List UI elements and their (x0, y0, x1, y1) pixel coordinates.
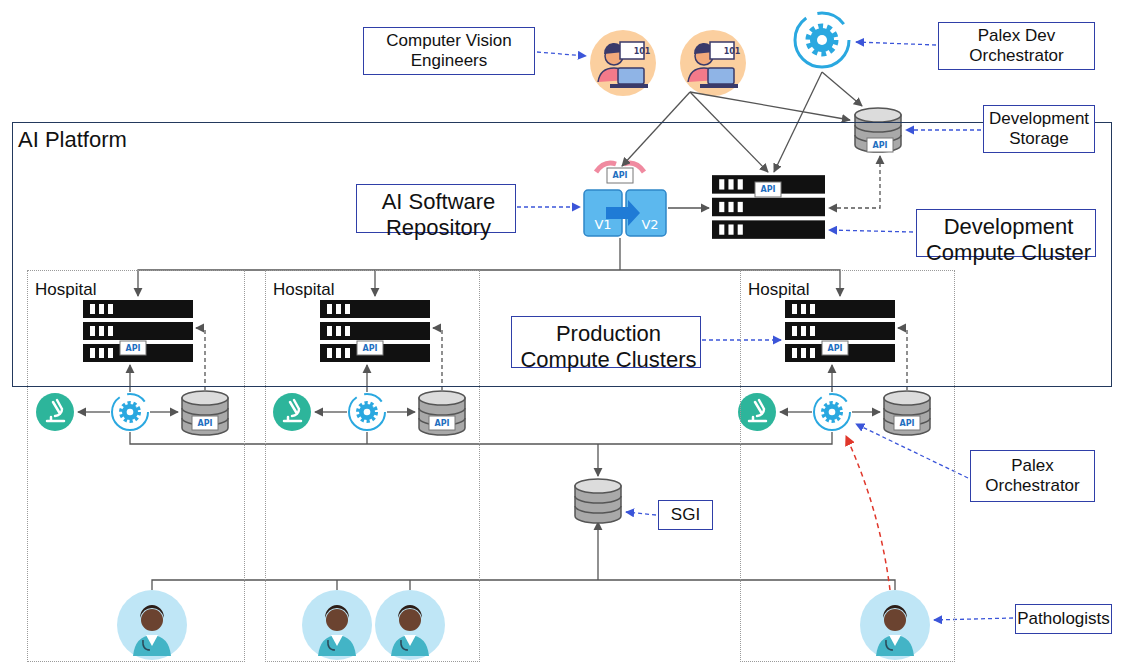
api-badge-text: API (872, 141, 887, 150)
callout-box: SGI (658, 500, 713, 530)
api-badge-text: API (612, 171, 627, 180)
hospital-region: Hospital (27, 270, 245, 662)
callout-text: Development Compute Cluster (922, 214, 1095, 266)
callout-text: Computer Vision Engineers (369, 31, 529, 71)
api-badge-text: API (197, 419, 212, 428)
api-badge-text: API (362, 344, 377, 353)
callout-box: AI Software Repository (356, 184, 516, 233)
screen-text: 101 (634, 47, 651, 56)
callout-text: Production Compute Clusters (517, 321, 700, 373)
region-title: AI Platform (18, 127, 127, 153)
callout-box: Palex Orchestrator (970, 450, 1095, 502)
callout-text: Palex Dev Orchestrator (944, 26, 1089, 66)
region-title: Hospital (35, 280, 96, 300)
api-badge-text: API (899, 419, 914, 428)
hospital-region: Hospital (265, 270, 480, 662)
callout-text: Development Storage (989, 109, 1089, 149)
callout-box: Pathologists (1015, 604, 1112, 634)
screen-text: 101 (724, 47, 741, 56)
api-badge-text: API (760, 185, 775, 194)
callout-box: Palex Dev Orchestrator (938, 22, 1095, 70)
callout-box: Development Compute Cluster (916, 209, 1096, 257)
callout-text: Palex Orchestrator (976, 456, 1089, 496)
version-text: V1 (594, 217, 611, 232)
api-badge-text: API (125, 344, 140, 353)
callout-text: Pathologists (1017, 609, 1110, 629)
callout-box: Production Compute Clusters (511, 316, 701, 368)
callout-box: Computer Vision Engineers (363, 27, 535, 75)
callout-text: SGI (671, 505, 700, 525)
api-badge-text: API (827, 344, 842, 353)
api-badge-text: API (434, 419, 449, 428)
region-title: Hospital (273, 280, 334, 300)
platform-region: AI PlatformAI Software RepositoryDevelop… (12, 122, 1112, 387)
region-title: Hospital (748, 280, 809, 300)
callout-box: Development Storage (983, 105, 1095, 153)
hospital-region: Hospital (740, 270, 955, 662)
callout-text: AI Software Repository (362, 189, 515, 241)
version-text: V2 (641, 217, 658, 232)
